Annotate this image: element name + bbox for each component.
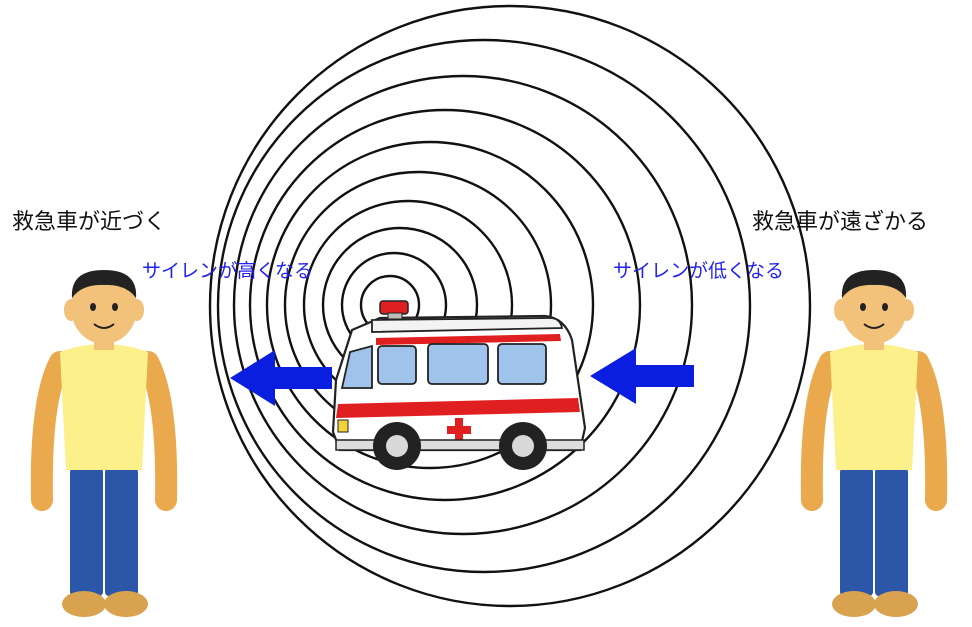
- wave-circle: [210, 6, 810, 606]
- person-icon: [812, 270, 936, 617]
- arrow-left-icon: [230, 350, 332, 406]
- receding-caption: 救急車が遠ざかる: [752, 204, 928, 236]
- wave-circle: [218, 40, 750, 572]
- sound-wave-circles: [210, 6, 810, 606]
- person-icon: [42, 270, 166, 617]
- siren-lower-label: サイレンが低くなる: [613, 256, 784, 283]
- arrow-left-icon: [590, 348, 694, 404]
- ambulance-icon: [333, 301, 585, 470]
- siren-higher-label: サイレンが高くなる: [142, 256, 313, 283]
- approaching-caption: 救急車が近づく: [12, 204, 166, 236]
